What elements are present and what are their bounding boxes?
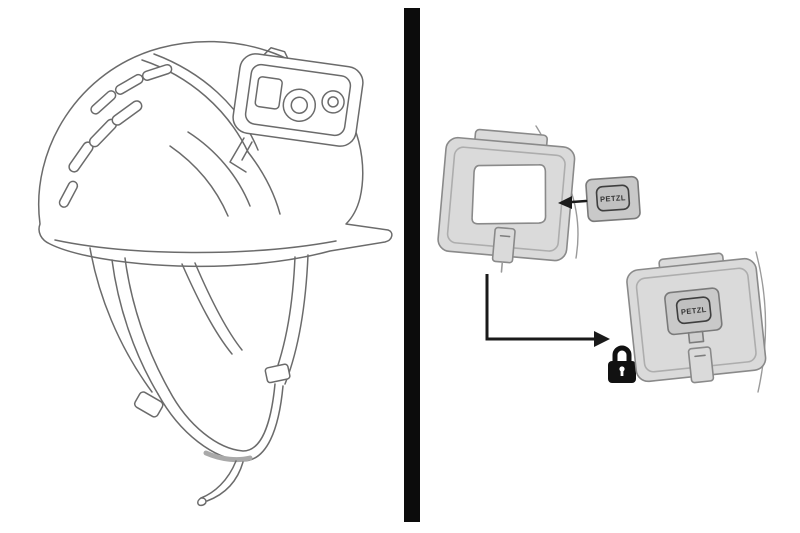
- petzl-chip: PETZL: [585, 175, 641, 223]
- arrow-left-icon: [558, 196, 588, 209]
- helmet-illustration: [38, 40, 393, 507]
- installed-chip-logo-frame: [675, 296, 712, 325]
- headlamp-face: [244, 63, 352, 137]
- plate-window: [471, 164, 547, 225]
- arrow-down-right-icon: [485, 274, 610, 347]
- headlamp-lens-large: [282, 88, 317, 122]
- plate2-bottom-clip: [687, 346, 715, 384]
- chin-strap: [89, 247, 309, 507]
- mount-plate-empty: [437, 128, 576, 273]
- lock-icon: [608, 345, 636, 383]
- helmet-vent-slots: [58, 63, 173, 208]
- strap-buckle: [133, 391, 164, 418]
- headlamp-lens-small: [321, 90, 345, 114]
- plate-bottom-clip: [491, 226, 516, 264]
- chin-pad: [203, 450, 253, 463]
- mount-plate-with-chip: PETZL: [626, 252, 767, 384]
- headlamp: [232, 46, 364, 147]
- headlamp-battery-panel: [254, 76, 283, 110]
- strap-adjuster: [264, 363, 291, 384]
- petzl-chip-label: PETZL: [600, 193, 626, 204]
- helmet-surface-guide-step2: [755, 251, 767, 393]
- chip-logo-frame: [595, 184, 631, 212]
- headlamp-mount-bracket: [229, 137, 253, 173]
- installed-chip-tab: [687, 330, 705, 344]
- vertical-divider-bar: [404, 8, 420, 522]
- mount-step-2: PETZL: [626, 251, 767, 393]
- mount-step-1: PETZL: [437, 125, 641, 273]
- installed-chip-label: PETZL: [681, 305, 708, 317]
- flow-elements: [485, 274, 636, 383]
